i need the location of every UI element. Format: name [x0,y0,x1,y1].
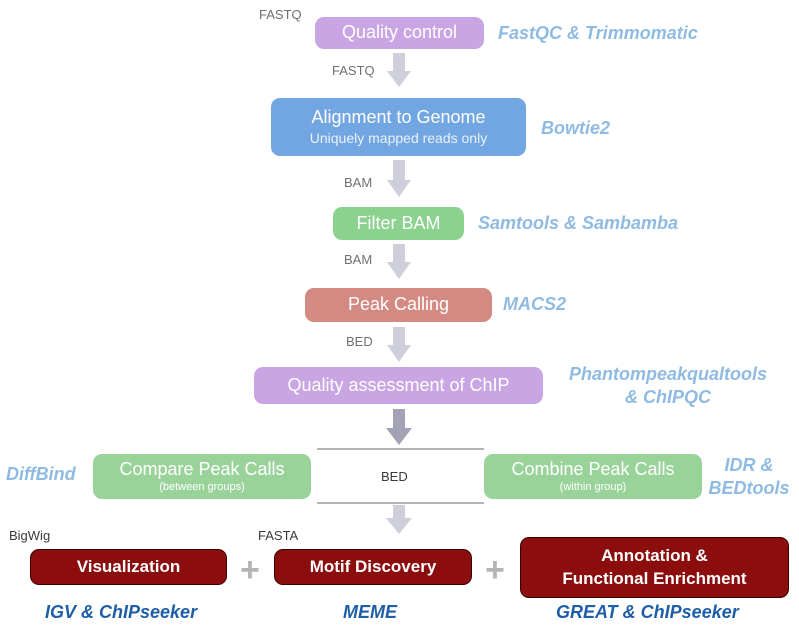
arrow-peak-to-qa [387,327,411,362]
step-quality-control-label: Quality control [341,22,458,43]
step-quality-assessment: Quality assessment of ChIP [254,367,543,404]
tool-fastqc-trimmomatic: FastQC & Trimmomatic [498,23,698,43]
step-combine-peak-calls: Combine Peak Calls (within group) [484,454,702,499]
step-filter-bam-label: Filter BAM [356,212,441,233]
step-annotation-enrichment: Annotation & Functional Enrichment [520,537,789,598]
step-quality-control: Quality control [315,17,484,49]
step-annotation-label-line2: Functional Enrichment [562,568,747,588]
file-label-fastq: FASTQ [332,63,375,78]
step-alignment-label: Alignment to Genome [311,106,486,127]
step-annotation-label-line1: Annotation & [601,545,708,565]
step-filter-bam: Filter BAM [333,207,464,240]
file-label-bed-1: BED [346,334,373,349]
tool-phantompeakqualtools-line1: Phantompeakqualtools [568,364,768,384]
tool-idr-line1: IDR & [724,455,774,475]
file-label-bigwig: BigWig [9,528,51,543]
tool-idr-bedtools: IDR & BEDtools [700,455,798,499]
tool-meme: MEME [343,602,397,622]
arrow-bed-to-motif [386,505,412,534]
tool-bowtie2: Bowtie2 [541,118,611,138]
step-compare-peak-calls-sublabel: (between groups) [159,481,245,494]
step-visualization-label: Visualization [76,556,181,576]
file-label-bam-1: BAM [344,175,373,190]
tool-samtools-sambamba: Samtools & Sambamba [478,213,679,233]
arrow-qa-to-bed [386,409,412,445]
tool-phantompeakqualtools-line2: & ChIPQC [624,387,711,407]
step-combine-peak-calls-sublabel: (within group) [559,481,627,494]
plus-sign-2: + [485,551,505,589]
tool-diffbind: DiffBind [6,464,76,484]
tool-phantompeakqualtools-chipqc: Phantompeakqualtools & ChIPQC [548,364,788,408]
file-label-bed-2: BED [381,469,408,484]
step-alignment: Alignment to Genome Uniquely mapped read… [271,98,526,156]
arrow-qc-to-align [387,53,411,87]
file-label-fastq-input: FASTQ [259,7,302,22]
step-visualization: Visualization [30,549,227,585]
step-alignment-sublabel: Uniquely mapped reads only [309,129,488,146]
step-compare-peak-calls-label: Compare Peak Calls [119,458,285,479]
step-combine-peak-calls-label: Combine Peak Calls [511,458,675,479]
step-peak-calling-label: Peak Calling [347,294,450,315]
tool-great-chipseeker: GREAT & ChIPseeker [556,602,739,622]
file-label-fasta: FASTA [258,528,299,543]
tool-macs2: MACS2 [503,294,567,314]
step-compare-peak-calls: Compare Peak Calls (between groups) [93,454,311,499]
step-motif-discovery-label: Motif Discovery [309,556,437,576]
step-quality-assessment-label: Quality assessment of ChIP [287,374,510,395]
arrow-align-to-filter [387,160,411,197]
arrow-filter-to-peak [387,244,411,279]
tool-idr-line2: BEDtools [708,478,790,498]
step-peak-calling: Peak Calling [305,288,492,322]
step-motif-discovery: Motif Discovery [274,549,472,585]
tool-igv-chipseeker: IGV & ChIPseeker [45,602,198,622]
plus-sign-1: + [240,551,260,589]
file-label-bam-2: BAM [344,252,373,267]
